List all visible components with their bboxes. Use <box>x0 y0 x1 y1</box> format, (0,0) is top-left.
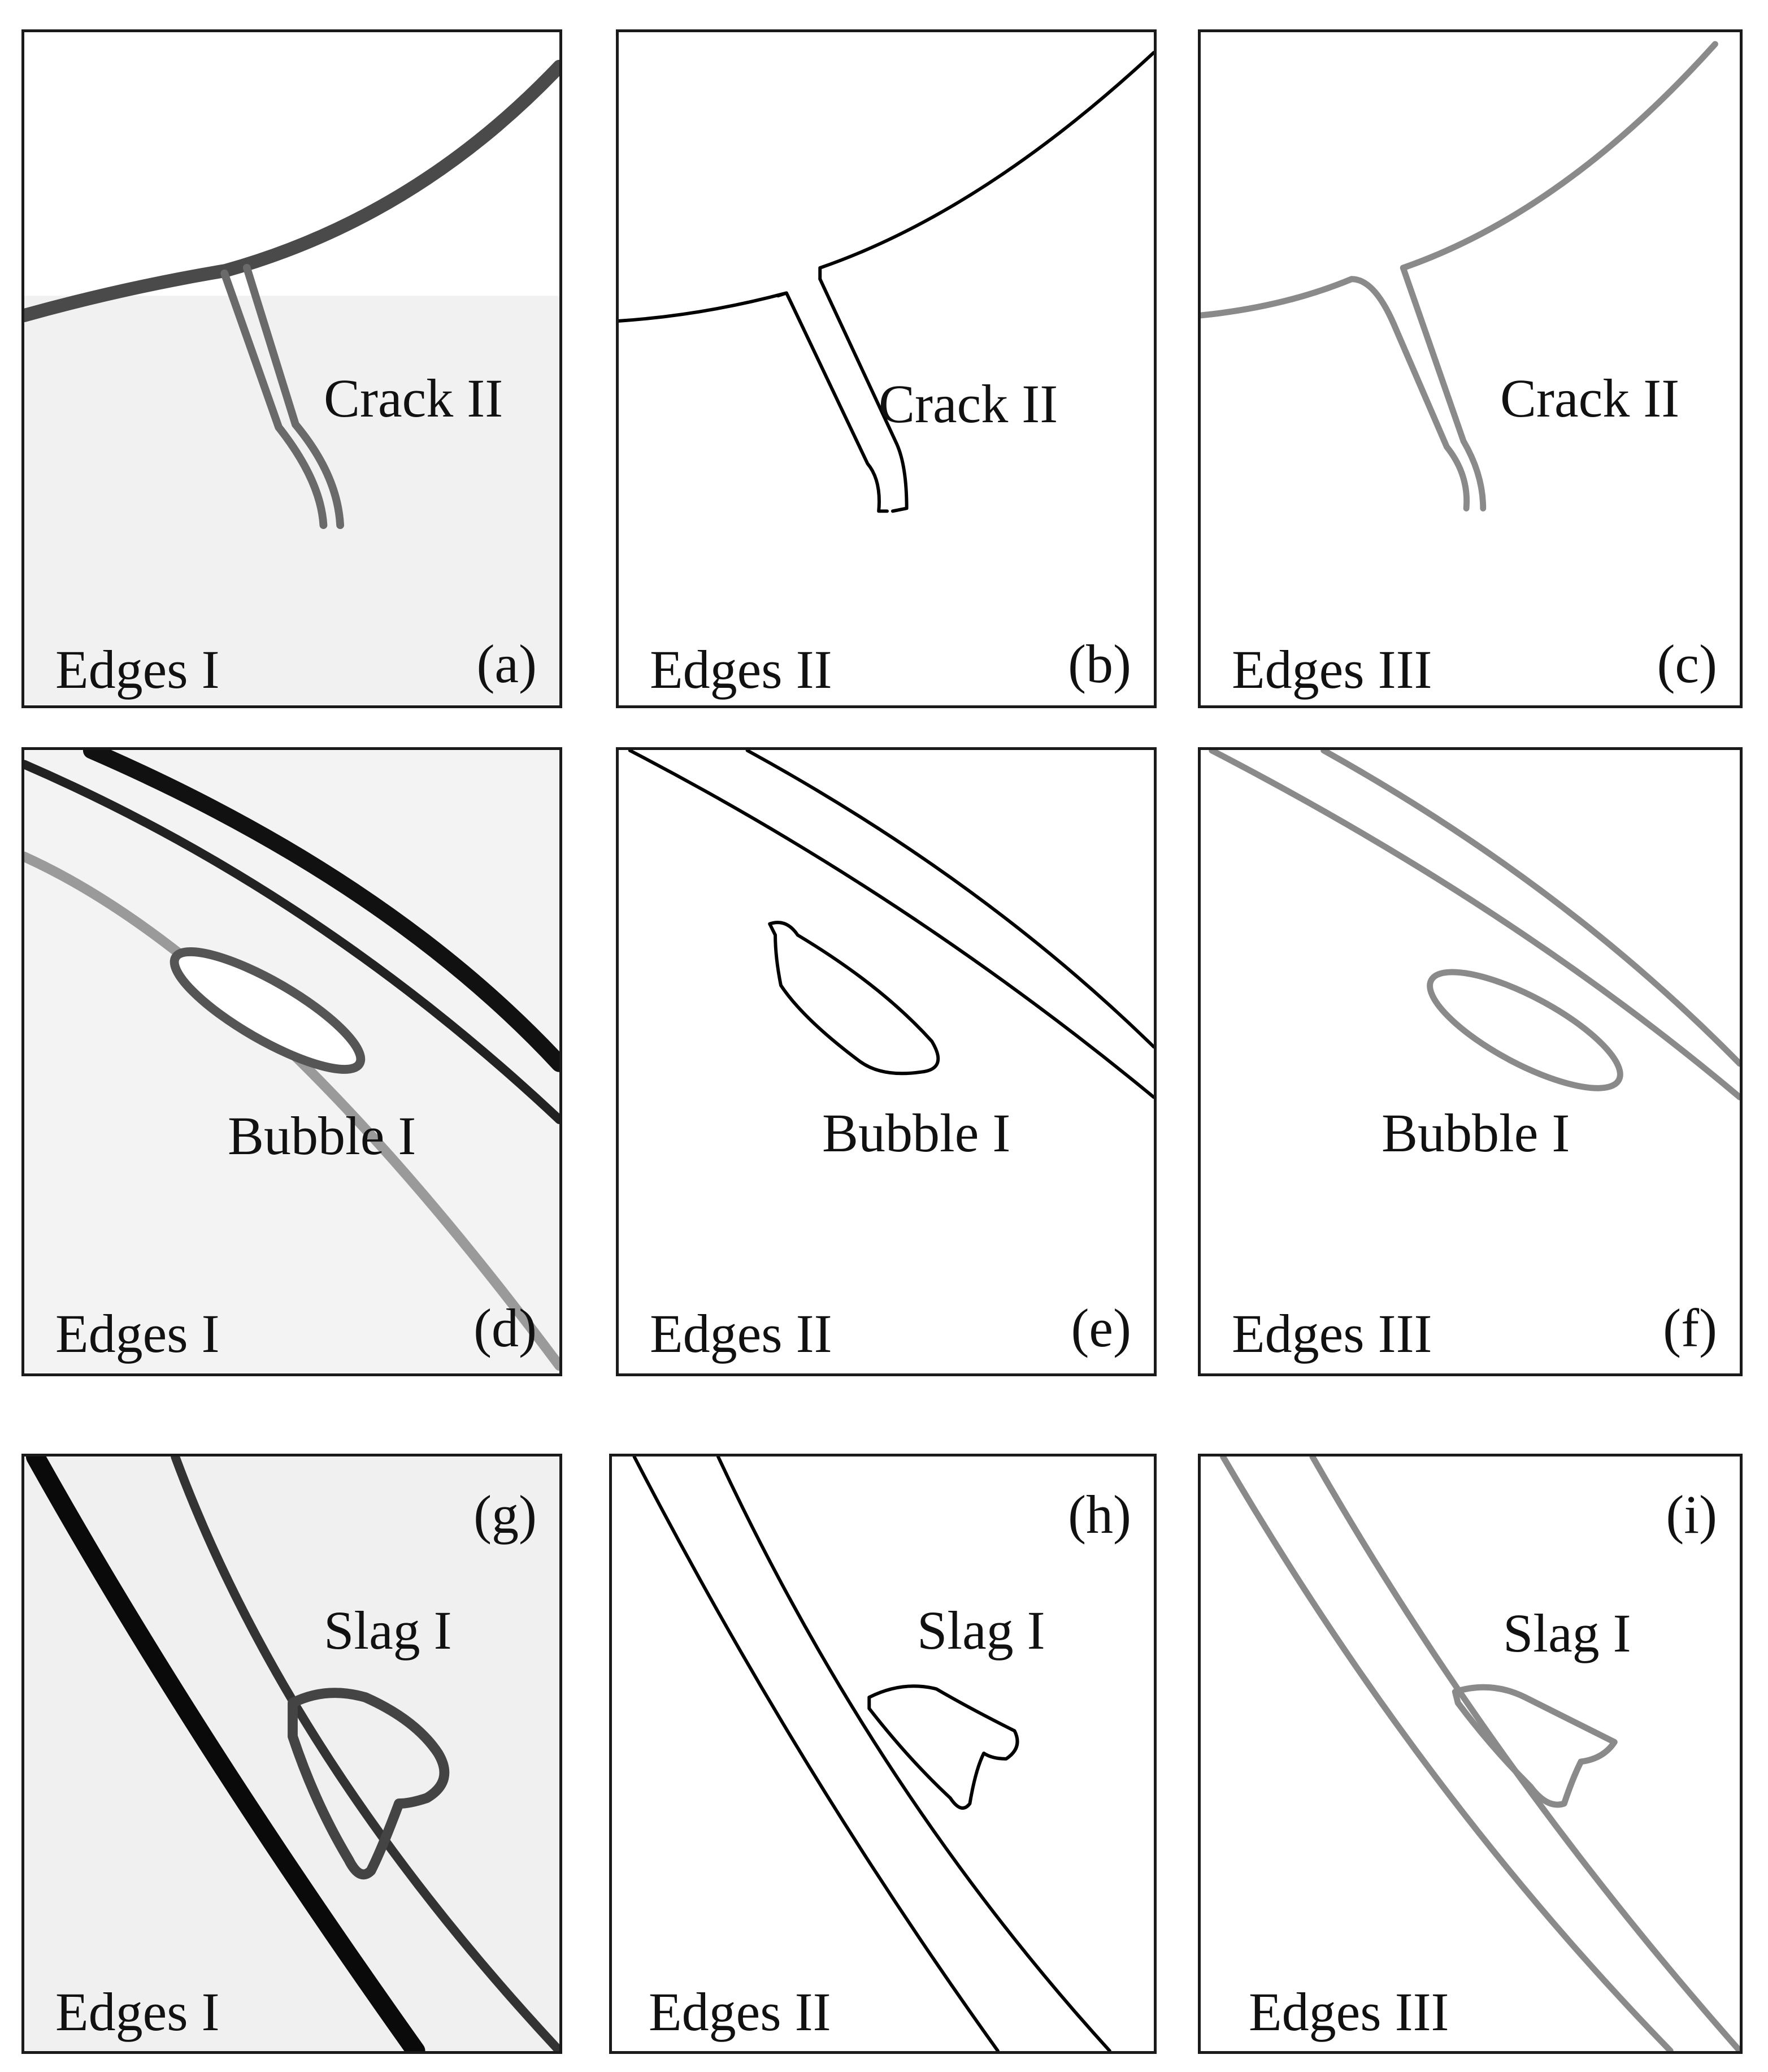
defect-label-d: Bubble I <box>228 1106 416 1166</box>
bubble-edge <box>1427 969 1623 1091</box>
panel-letter-b: (b) <box>1068 634 1131 694</box>
edges-label-a: Edges I <box>55 639 220 700</box>
panel-e: Bubble I Edges II (e) <box>616 747 1157 1376</box>
crack-edge-left <box>220 269 328 530</box>
pipe-edge-outer <box>745 750 1154 1049</box>
panel-d: Bubble I Edges I (d) <box>21 747 562 1376</box>
defect-label-e: Bubble I <box>822 1103 1011 1163</box>
edges-label-h: Edges II <box>649 1982 831 2042</box>
pipe-edge-inner <box>628 750 1154 1099</box>
pipe-edge-inner <box>171 1457 559 2051</box>
edge-map-i <box>1220 1457 1740 2051</box>
crack-edge-right <box>1400 265 1487 512</box>
panel-c: Crack II Edges III (c) <box>1198 29 1743 708</box>
panel-letter-f: (f) <box>1663 1298 1717 1358</box>
edge-map-b <box>619 50 1154 513</box>
panel-letter-i: (i) <box>1666 1484 1717 1545</box>
pipe-edge-outer <box>1220 1457 1674 2051</box>
edges-label-f: Edges III <box>1232 1303 1432 1364</box>
panel-h: Slag I Edges II (h) <box>609 1454 1157 2054</box>
edge-map-a <box>24 59 559 705</box>
panel-b: Crack II Edges II (b) <box>616 29 1157 708</box>
defect-label-i: Slag I <box>1503 1603 1631 1663</box>
defect-label-a: Crack II <box>324 368 503 428</box>
panel-letter-e: (e) <box>1071 1298 1131 1358</box>
defect-label-f: Bubble I <box>1382 1103 1570 1163</box>
edges-label-b: Edges II <box>650 639 832 700</box>
pipe-edge-inner <box>1309 1457 1740 2051</box>
edges-label-e: Edges II <box>650 1303 832 1364</box>
edges-label-d: Edges I <box>55 1303 220 1364</box>
pipe-edge-inner <box>1209 750 1740 1100</box>
defect-label-h: Slag I <box>917 1600 1045 1661</box>
edges-label-i: Edges III <box>1249 1982 1449 2042</box>
bubble-edge <box>768 921 940 1076</box>
panel-letter-d: (d) <box>474 1298 537 1358</box>
edge-map-c <box>1201 41 1718 512</box>
pipe-edge-outer <box>25 1457 425 2051</box>
edge-map-f <box>1209 750 1740 1100</box>
pipe-edge-right <box>818 50 1154 281</box>
edge-map-d <box>24 750 559 1373</box>
pipe-edge-outer <box>1320 750 1740 1067</box>
crack-edge-left <box>1390 320 1470 512</box>
slag-edge <box>867 1684 1019 1810</box>
panel-f: Bubble I Edges III (f) <box>1198 747 1743 1376</box>
pipe-edge-inner <box>716 1457 1111 2051</box>
edge-map-e <box>628 750 1154 1099</box>
defect-label-c: Crack II <box>1500 368 1680 428</box>
pipe-edge-outer <box>82 750 559 1072</box>
crack-edge-right <box>818 277 909 513</box>
edge-map-g <box>24 1457 559 2051</box>
panel-letter-c: (c) <box>1657 634 1717 694</box>
noise-background <box>24 296 559 705</box>
panel-a: Crack II Edges I (a) <box>21 29 562 708</box>
panel-letter-a: (a) <box>476 634 537 694</box>
pipe-edge-left <box>619 291 788 323</box>
pipe-edge-outer <box>632 1457 1000 2051</box>
panel-i: Slag I Edges III (i) <box>1198 1454 1743 2054</box>
pipe-edge-inner <box>24 760 559 1124</box>
pipe-edge-left <box>1201 276 1397 327</box>
slag-edge <box>288 1688 450 1880</box>
crack-edge-right <box>242 263 345 530</box>
defect-label-g: Slag I <box>324 1600 452 1661</box>
panel-letter-g: (g) <box>474 1484 537 1545</box>
edge-map-h <box>632 1457 1111 2051</box>
edges-label-c: Edges III <box>1232 639 1432 700</box>
crack-edge-left <box>784 291 889 513</box>
panel-letter-h: (h) <box>1068 1484 1131 1545</box>
edges-label-g: Edges I <box>55 1982 220 2042</box>
panel-g: Slag I Edges I (g) <box>21 1454 562 2054</box>
defect-label-b: Crack II <box>879 374 1058 434</box>
bubble-edge <box>170 947 366 1074</box>
pipe-edge <box>24 59 559 322</box>
pipe-edge-right <box>1400 41 1718 271</box>
slag-edge <box>1452 1684 1618 1808</box>
